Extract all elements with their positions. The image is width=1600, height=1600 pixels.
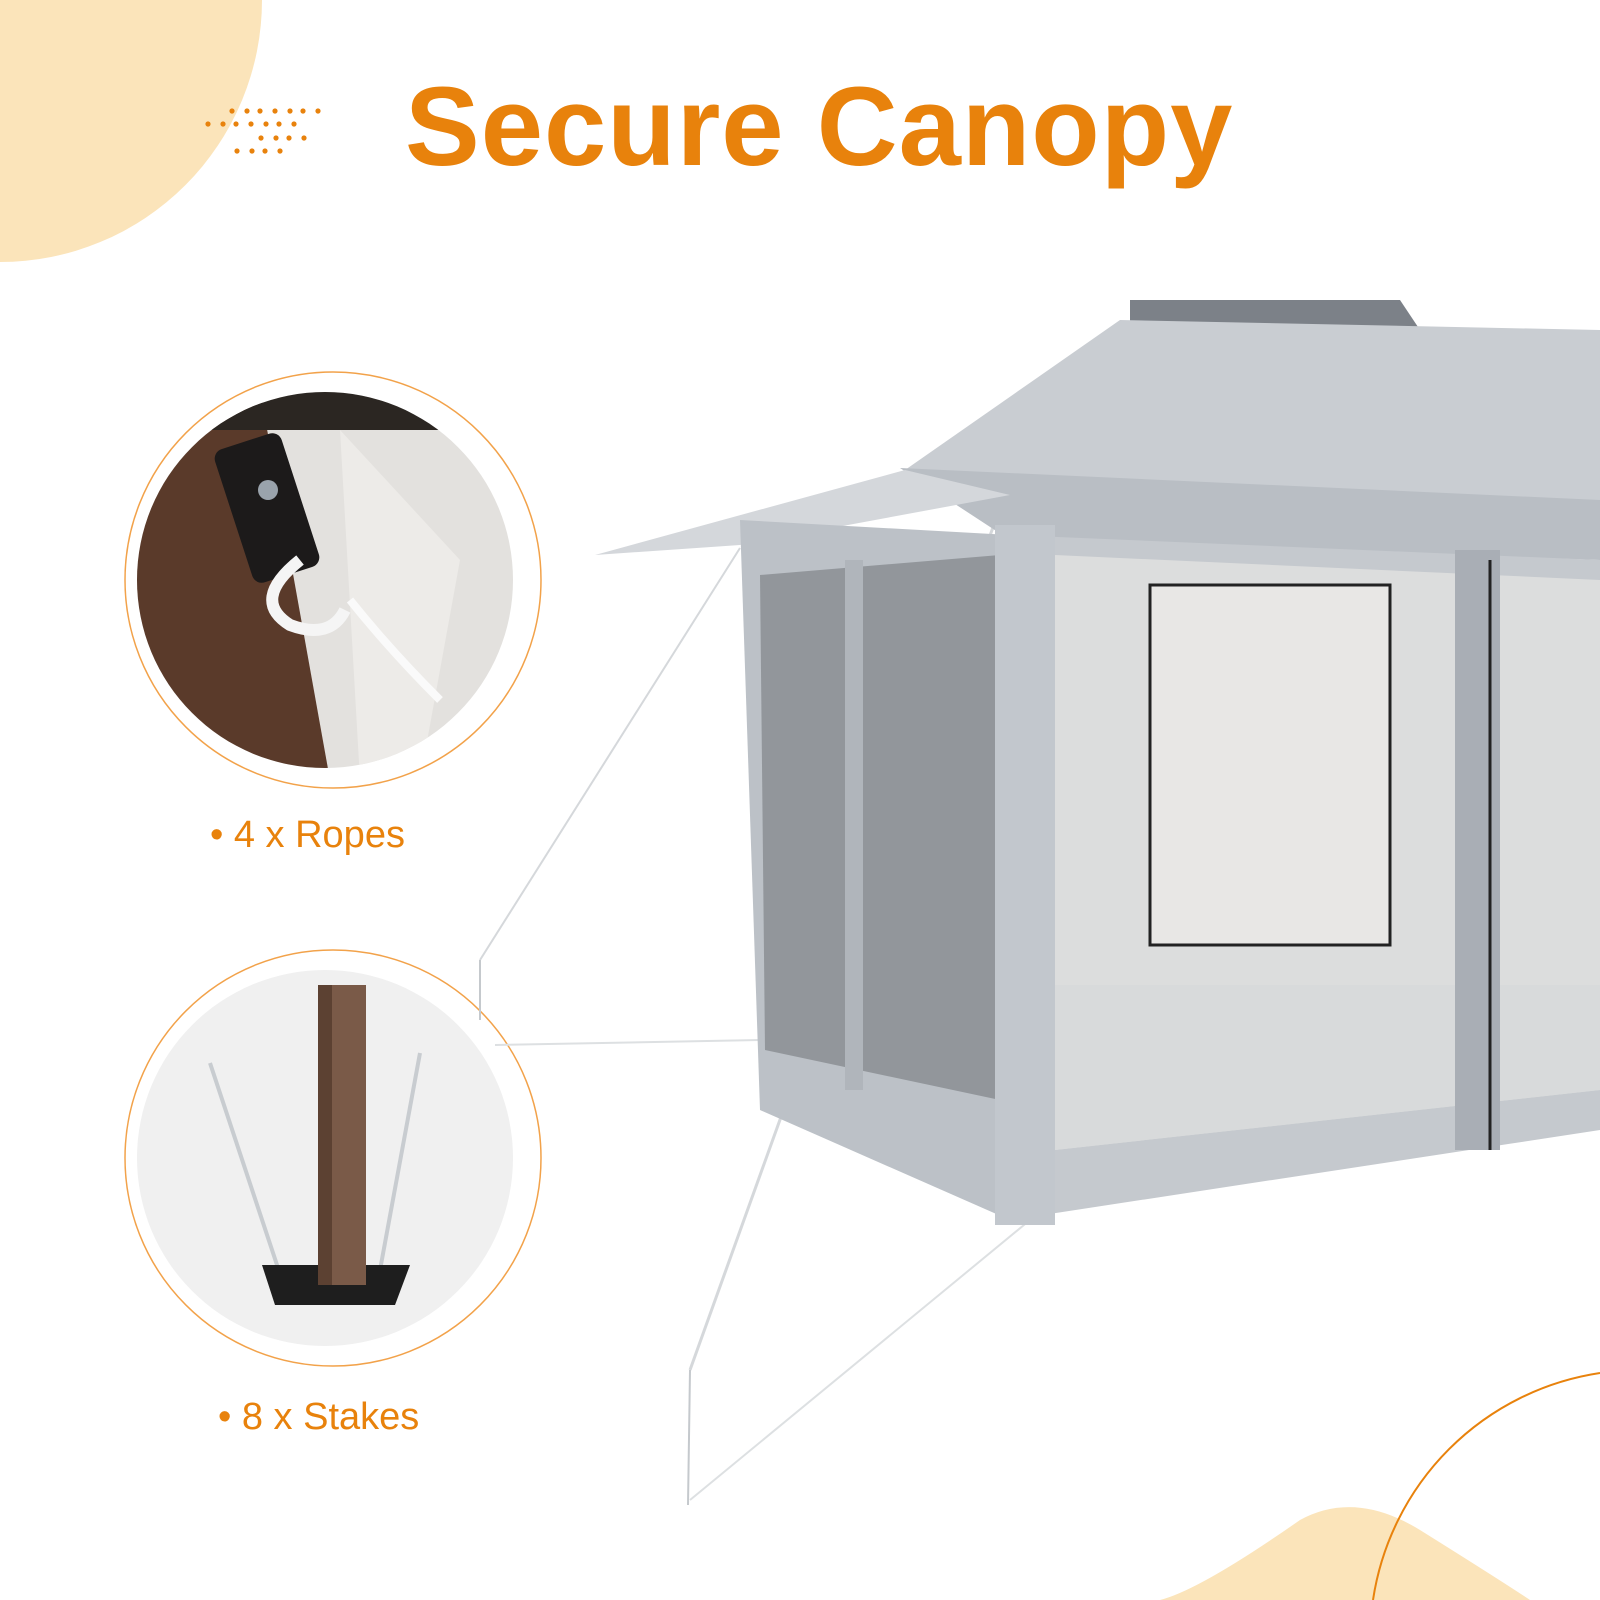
decor-dots: [205, 108, 321, 154]
page-title: Secure Canopy: [405, 64, 1234, 189]
decor-blob-top-left: [0, 0, 262, 262]
canopy-product-image: [479, 300, 1600, 1506]
decor-arc-bottom-right: [1372, 1372, 1600, 1600]
rope-detail-photo: [124, 371, 542, 789]
decor-blob-bottom: [1160, 1507, 1530, 1600]
stake-detail-photo: [124, 949, 542, 1367]
ropes-label: • 4 x Ropes: [210, 814, 405, 856]
stakes-label: • 8 x Stakes: [218, 1396, 420, 1438]
